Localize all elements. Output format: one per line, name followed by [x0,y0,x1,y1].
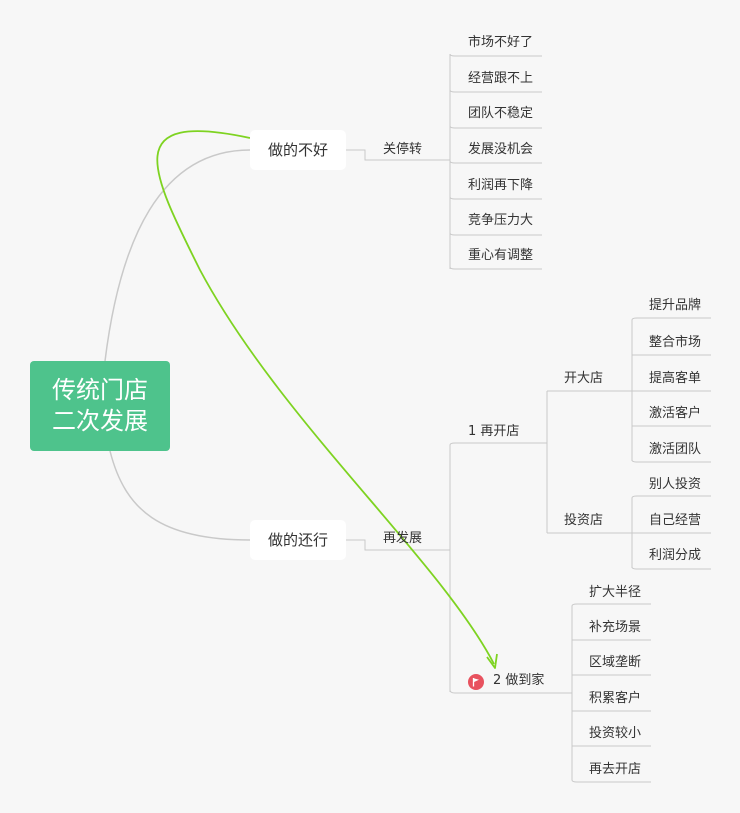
option2-topic[interactable]: 2 做到家 [493,673,545,688]
action-bad[interactable]: 关停转 [383,142,423,157]
big-store-topic[interactable]: 开大店 [564,371,604,386]
big-store-item[interactable]: 提高客单 [649,371,702,386]
big-store-item[interactable]: 整合市场 [649,335,702,350]
option2-item[interactable]: 投资较小 [589,726,642,741]
root-title-line2: 二次发展 [52,407,148,435]
root-title-line1: 传统门店 [52,376,148,404]
root-link-bad [104,149,251,362]
bad-reason-underlines [449,53,542,270]
reason-item[interactable]: 经营跟不上 [468,71,534,86]
topic-ok-label: 做的还行 [267,530,328,549]
action-ok[interactable]: 再发展 [383,531,423,546]
topic-bad-label: 做的不好 [267,140,328,159]
big-store-item[interactable]: 激活客户 [649,406,702,421]
link-bad-action [346,149,430,161]
red-flag-icon [468,674,484,690]
big-store-item[interactable]: 提升品牌 [649,298,702,313]
option1-topic[interactable]: 1 再开店 [468,424,520,439]
option2-item[interactable]: 积累客户 [589,691,642,706]
invest-store-topic[interactable]: 投资店 [564,513,604,528]
relation-arrowhead [486,653,498,669]
invest-store-item[interactable]: 自己经营 [649,513,702,528]
reason-item[interactable]: 发展没机会 [468,142,534,157]
option2-underlines [571,603,651,783]
option2-item[interactable]: 区域垄断 [589,655,642,670]
option2-item[interactable]: 扩大半径 [589,585,642,600]
invest-store-item[interactable]: 别人投资 [649,477,702,492]
reason-item[interactable]: 团队不稳定 [468,106,534,121]
link-ok-action [346,539,450,551]
root-link-ok [109,450,251,541]
big-store-underlines [631,317,711,463]
root-topic[interactable]: 传统门店 二次发展 [30,361,170,451]
reason-item[interactable]: 竞争压力大 [468,213,534,228]
option2-item[interactable]: 补充场景 [589,620,642,635]
topic-bad[interactable]: 做的不好 [250,130,346,170]
relation-arrow[interactable] [156,130,495,665]
reason-item[interactable]: 利润再下降 [468,178,534,193]
invest-store-item[interactable]: 利润分成 [649,548,702,563]
reason-item[interactable]: 重心有调整 [468,248,534,263]
invest-store-underlines [631,495,711,570]
big-store-item[interactable]: 激活团队 [649,442,702,457]
topic-ok[interactable]: 做的还行 [250,520,346,560]
reason-item[interactable]: 市场不好了 [468,35,534,50]
option2-item[interactable]: 再去开店 [589,762,642,777]
